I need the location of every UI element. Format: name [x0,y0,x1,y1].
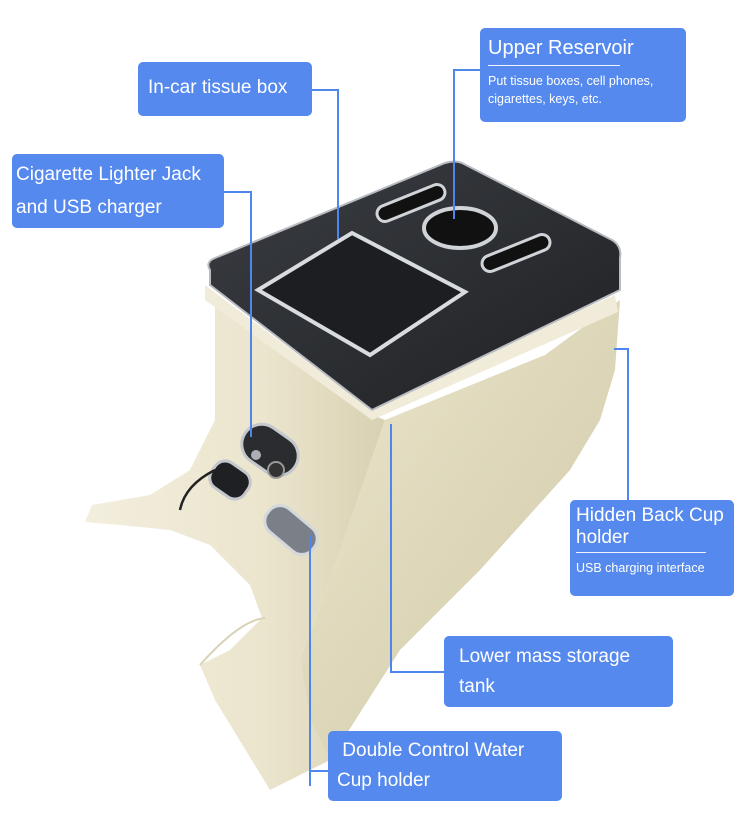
hidden-cup-subtitle: USB charging interface [576,561,705,575]
label-hidden-cup: Hidden Back Cup holder USB charging inte… [570,500,734,596]
connector-tissue-box-v [337,89,339,239]
lighter-jack-title-1: Cigarette Lighter Jack [16,164,201,185]
connector-upper-reservoir-v [453,69,455,219]
lower-storage-title-1: Lower mass storage [459,646,631,667]
connector-hidden-cup-v [627,348,629,504]
lighter-jack-title-2: and USB charger [16,197,162,218]
connector-lighter-jack [224,191,251,193]
divider [576,552,706,553]
label-water-cup: Double Control Water Cup holder [328,731,562,801]
water-cup-title-2: Cup holder [337,770,430,791]
connector-lower-storage [390,671,445,673]
water-cup-title-1: Double Control Water [337,740,525,761]
connector-upper-reservoir [454,69,480,71]
hidden-cup-title-2: holder [576,527,629,548]
connector-tissue-box [312,89,339,91]
label-lighter-jack: Cigarette Lighter Jack and USB charger [12,154,224,228]
connector-lower-storage-v [390,424,392,672]
hidden-cup-title-1: Hidden Back Cup [576,505,724,526]
divider [488,65,620,66]
connector-lighter-jack-v [250,191,252,437]
upper-reservoir-title: Upper Reservoir [488,37,634,59]
label-tissue-box: In-car tissue box [138,62,312,116]
tissue-box-title: In-car tissue box [148,77,288,98]
label-lower-storage: Lower mass storage tank [444,636,673,707]
upper-reservoir-subtitle: Put tissue boxes, cell phones, cigarette… [488,74,654,106]
label-upper-reservoir: Upper Reservoir Put tissue boxes, cell p… [480,28,686,122]
lower-storage-title-2: tank [459,676,495,697]
connector-hidden-cup [614,348,628,350]
connector-water-cup [309,770,331,772]
connector-water-cup-v [309,535,311,786]
